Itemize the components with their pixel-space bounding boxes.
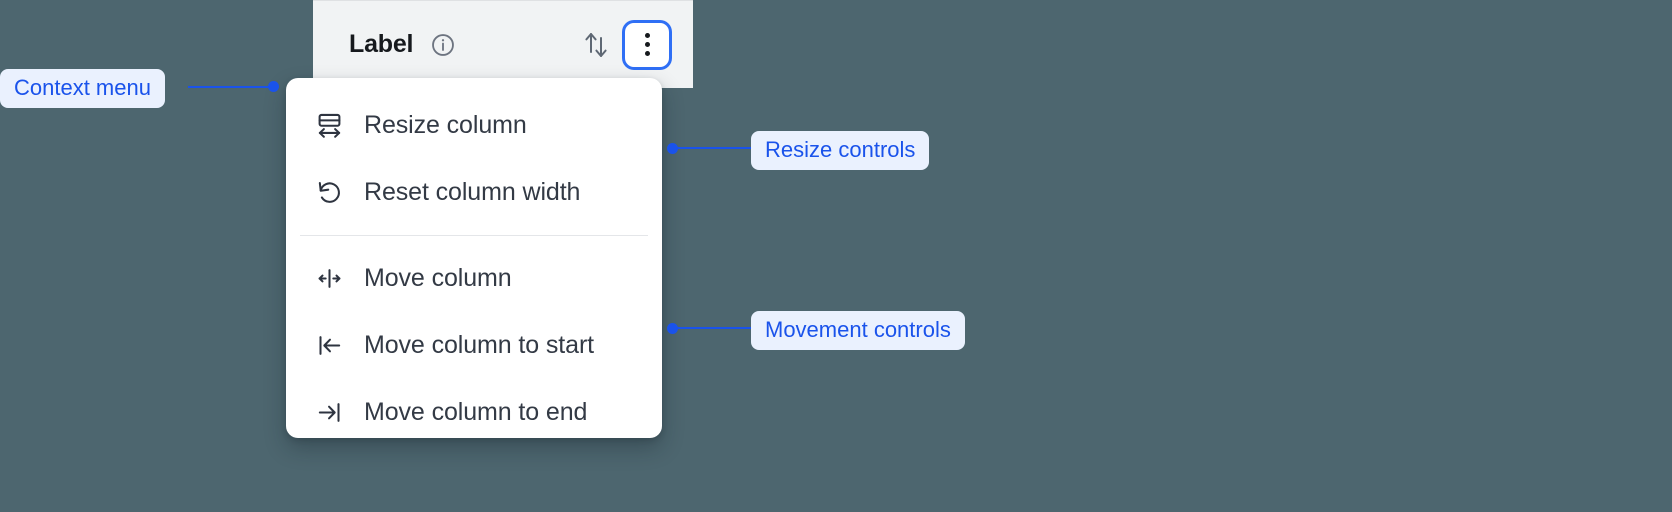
annotation-anchor-dot (667, 143, 678, 154)
annotation-connector-line (672, 147, 754, 149)
page-title: Label (349, 30, 414, 58)
annotation-connector-line (188, 86, 274, 88)
annotation-anchor-dot (667, 323, 678, 334)
context-menu: Resize column Reset column width (286, 78, 662, 438)
info-circle-icon[interactable] (429, 31, 457, 59)
kebab-dot (644, 51, 650, 56)
menu-item-label: Move column to start (364, 331, 595, 359)
sort-up-down-icon[interactable] (581, 29, 611, 61)
resize-column-icon (316, 111, 350, 141)
reset-width-icon (316, 178, 350, 208)
annotation-movement-controls: Movement controls (751, 311, 965, 350)
annotation-anchor-dot (268, 81, 279, 92)
menu-item-move-column[interactable]: Move column (286, 245, 662, 312)
kebab-dot (644, 33, 650, 38)
menu-item-reset-column-width[interactable]: Reset column width (286, 159, 662, 226)
menu-item-label: Resize column (364, 111, 527, 139)
menu-item-label: Move column (364, 264, 512, 292)
move-column-icon (316, 264, 350, 294)
annotation-context-menu: Context menu (0, 69, 165, 108)
move-to-start-icon (316, 331, 350, 361)
annotation-resize-controls: Resize controls (751, 131, 930, 170)
menu-item-move-column-to-start[interactable]: Move column to start (286, 312, 662, 379)
menu-item-resize-column[interactable]: Resize column (286, 92, 662, 159)
move-to-end-icon (316, 398, 350, 428)
kebab-dot (644, 42, 650, 47)
menu-item-move-column-to-end[interactable]: Move column to end (286, 379, 662, 446)
menu-divider (300, 235, 648, 236)
column-header: Label (313, 0, 693, 88)
kebab-menu-icon[interactable] (625, 22, 669, 67)
menu-item-label: Reset column width (364, 178, 581, 206)
menu-item-label: Move column to end (364, 398, 588, 426)
annotation-connector-line (672, 327, 754, 329)
